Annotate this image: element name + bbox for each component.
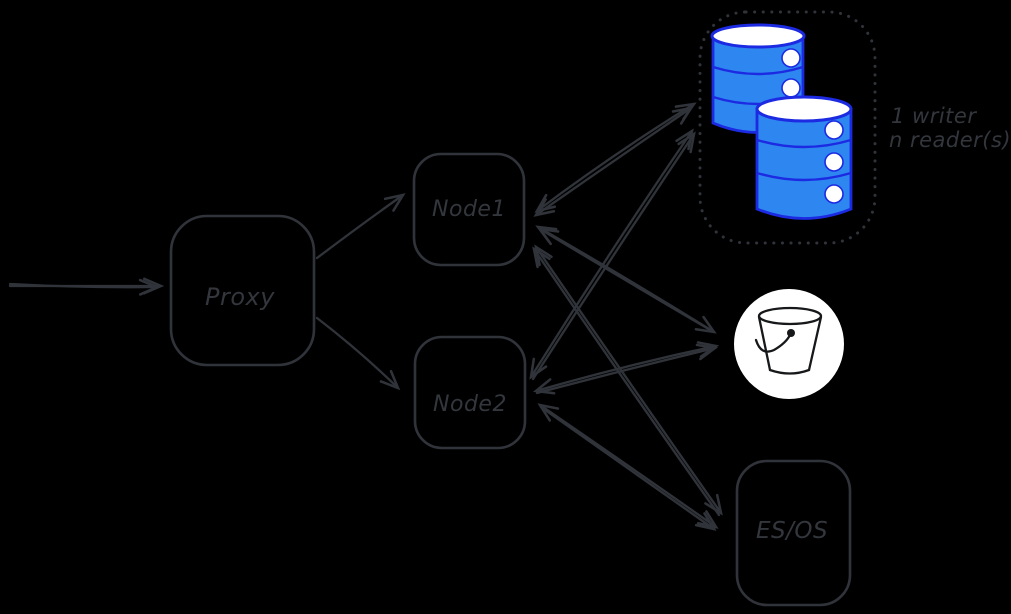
bucket-handle-knob	[787, 329, 795, 337]
node2-box	[413, 335, 527, 450]
proxy-label: Proxy	[205, 283, 275, 311]
database-cylinders-icon	[710, 23, 853, 220]
bucket-circle-background	[734, 289, 844, 399]
node2-label: Node2	[433, 392, 507, 417]
node2-db-arrow	[529, 128, 696, 381]
database-cylinder-front	[755, 95, 853, 220]
esos-box	[735, 459, 852, 607]
node1-box	[412, 152, 526, 267]
proxy-box	[169, 214, 316, 367]
db-caption-line1: 1 writer	[891, 104, 977, 128]
inbound-arrow	[8, 277, 165, 296]
esos-label: ES/OS	[756, 518, 828, 544]
node2-bucket-arrow	[532, 341, 720, 395]
db-caption-line2: n reader(s)	[889, 128, 1011, 152]
proxy-to-node1-arrow	[315, 193, 406, 260]
node1-esos-arrow	[532, 244, 723, 517]
node2-esos-arrow	[537, 403, 719, 531]
proxy-to-node2-arrow	[315, 316, 401, 391]
db-cluster-dashed-box	[698, 10, 877, 245]
node1-bucket-arrow	[535, 225, 717, 334]
bucket-icon	[734, 289, 844, 399]
node1-label: Node1	[432, 197, 506, 222]
node1-db-arrow	[533, 102, 697, 217]
